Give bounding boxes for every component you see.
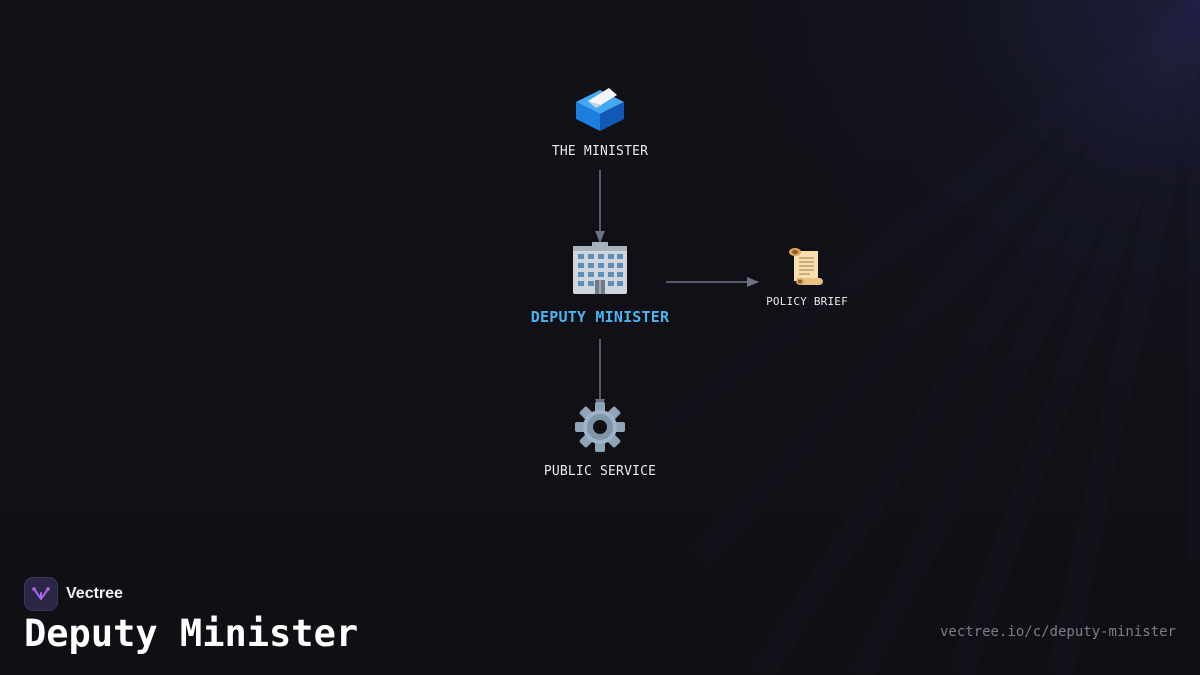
vectree-logo-icon xyxy=(24,577,58,611)
node-policy-brief: POLICY BRIEF xyxy=(752,245,862,308)
node-public-service-label: PUBLIC SERVICE xyxy=(543,464,657,479)
node-minister: THE MINISTER xyxy=(530,78,670,159)
gear-icon xyxy=(575,402,625,452)
brand-name: Vectree xyxy=(66,585,123,602)
node-minister-label: THE MINISTER xyxy=(551,144,649,159)
page-url[interactable]: vectree.io/c/deputy-minister xyxy=(939,624,1176,640)
brand: Vectree xyxy=(24,577,123,611)
page-title: Deputy Minister xyxy=(24,612,359,655)
ballot-box-icon xyxy=(576,88,624,131)
node-public-service: PUBLIC SERVICE xyxy=(530,400,670,479)
office-building-icon xyxy=(573,242,627,294)
scroll-icon xyxy=(789,248,823,285)
node-deputy-minister-label: DEPUTY MINISTER xyxy=(530,308,670,326)
node-policy-brief-label: POLICY BRIEF xyxy=(766,295,848,308)
node-deputy-minister: DEPUTY MINISTER xyxy=(510,240,690,326)
